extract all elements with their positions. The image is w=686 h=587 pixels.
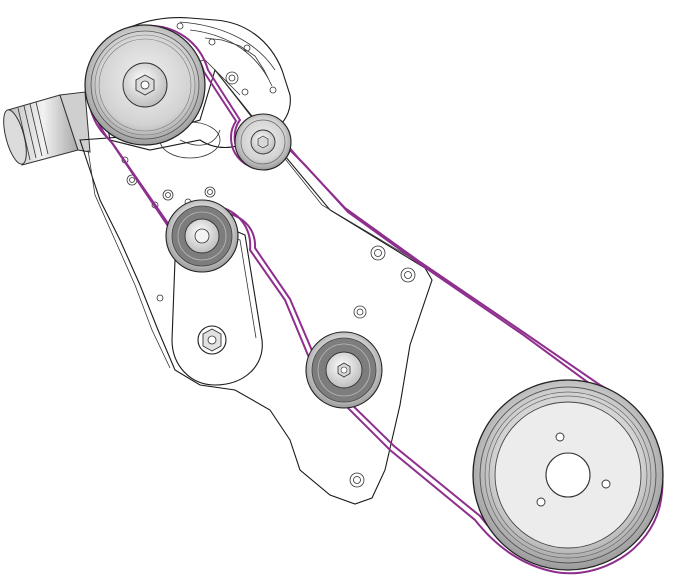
supercharger-pulley — [84, 24, 206, 146]
inlet-pipe — [3, 91, 91, 166]
upper-idler-pulley — [234, 113, 292, 171]
crank-pulley — [472, 379, 664, 571]
tensioner-pulley — [165, 199, 239, 273]
supercharger-housing — [94, 17, 291, 151]
lower-idler-pulley — [305, 331, 383, 409]
